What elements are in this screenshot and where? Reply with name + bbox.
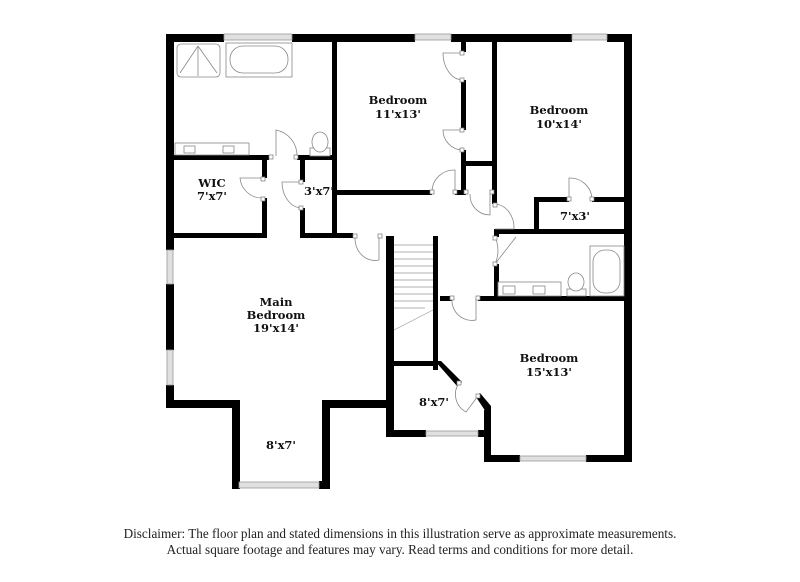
window-top-bedroom1 — [414, 33, 452, 41]
room-labels: Bedroom 11'x13' Bedroom 10'x14' WIC 7'x7… — [197, 93, 590, 452]
window-left-upper — [166, 249, 174, 285]
window-left-lower — [166, 349, 174, 386]
doors — [239, 50, 595, 413]
room-dimensions-alcove: 8'x7' — [266, 438, 296, 452]
room-dimensions-closet-3x7: 3'x7' — [304, 184, 334, 198]
interior-walls — [166, 34, 624, 371]
disclaimer: Disclaimer: The floor plan and stated di… — [0, 526, 800, 558]
disclaimer-line-2: Actual square footage and features may v… — [166, 542, 634, 557]
window-bedroom3-bottom — [519, 455, 587, 462]
room-dimensions-closet-8x7: 8'x7' — [419, 395, 449, 409]
window-top-bath — [223, 33, 293, 41]
floor-plan: Bedroom 11'x13' Bedroom 10'x14' WIC 7'x7… — [166, 33, 632, 489]
room-dimensions-bedroom-1: 11'x13' — [375, 107, 421, 121]
room-name-main-bedroom-line1: Main — [260, 295, 294, 309]
shower-icon — [176, 43, 221, 78]
window-closet-bottom — [425, 430, 479, 437]
disclaimer-line-1: Disclaimer: The floor plan and stated di… — [123, 526, 677, 541]
room-name-wic: WIC — [197, 176, 225, 190]
room-name-bedroom-3: Bedroom — [520, 351, 579, 365]
room-dimensions-wic: 7'x7' — [197, 189, 227, 203]
diagonal-walls — [435, 361, 491, 415]
room-dimensions-bedroom-3: 15'x13' — [526, 365, 572, 379]
room-dimensions-main-bedroom: 19'x14' — [253, 321, 299, 335]
room-dimensions-bedroom-2: 10'x14' — [536, 117, 582, 131]
room-dimensions-closet-7x3: 7'x3' — [560, 209, 590, 223]
fixtures — [174, 42, 625, 297]
room-name-main-bedroom-line2: Bedroom — [247, 308, 306, 322]
exterior-walls — [166, 34, 632, 489]
room-name-bedroom-2: Bedroom — [530, 103, 589, 117]
staircase — [393, 244, 434, 331]
windows — [166, 33, 608, 489]
room-name-bedroom-1: Bedroom — [369, 93, 428, 107]
bathtub-icon-2 — [589, 245, 625, 297]
window-alcove-bottom — [238, 481, 320, 489]
window-top-bedroom2 — [571, 33, 608, 41]
